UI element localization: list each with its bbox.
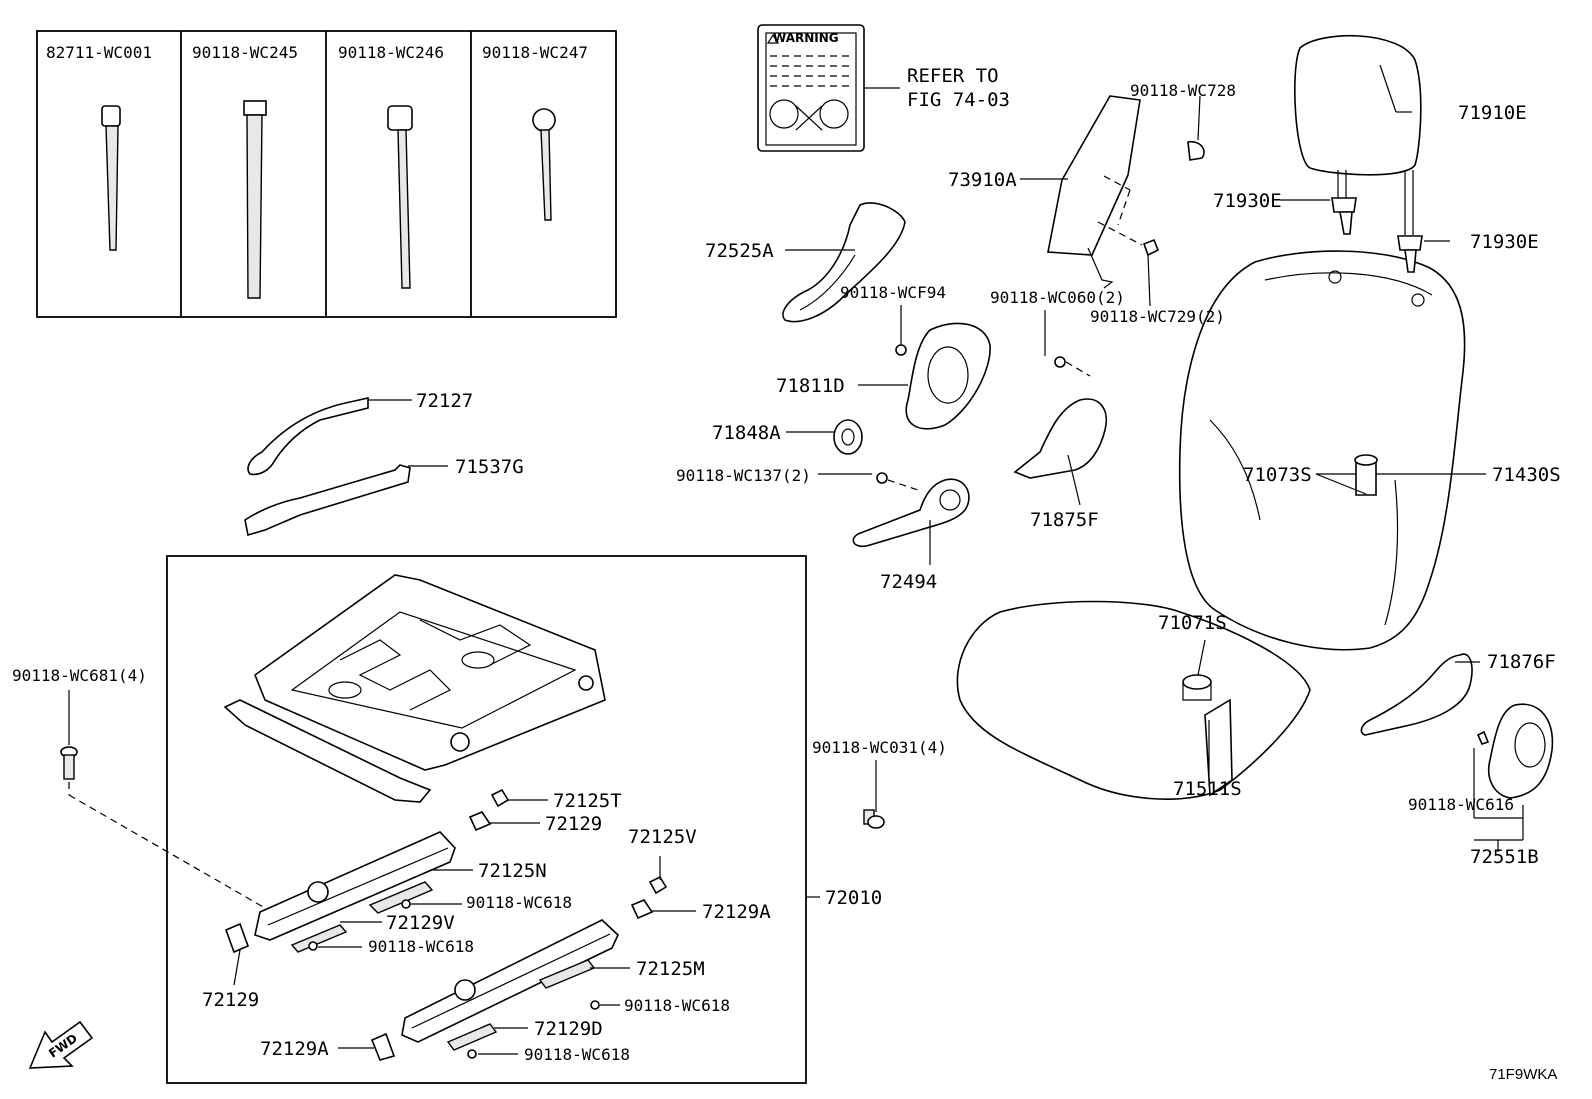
cable-tie-icon [532,108,556,221]
refer-to-text: REFER TO [907,65,999,87]
label-90118-WC618-d: 90118-WC618 [524,1045,630,1064]
label-71876F: 71876F [1487,651,1556,673]
label-72129A-b: 72129A [260,1038,329,1060]
label-72125M: 72125M [636,958,705,980]
seat-frame-box [166,555,807,1084]
refer-fig-text: FIG 74-03 [907,89,1010,111]
seatback-cover-part [1178,250,1466,651]
label-90118-WC729: 90118-WC729(2) [1090,307,1225,326]
label-71875F: 71875F [1030,509,1099,531]
recliner-cover-part [782,202,906,323]
label-90118-WC616: 90118-WC616 [1408,795,1514,814]
label-72129D: 72129D [534,1018,603,1040]
clip-wc618-d [467,1049,477,1059]
label-90118-WCF94: 90118-WCF94 [840,283,946,302]
cable-tie-icon [387,105,413,289]
leader-lines [68,64,1524,1055]
hinge-cover-part [1013,356,1107,479]
inset-part-2: 90118-WC245 [192,43,298,62]
part-labels: 73910A 90118-WC728 71910E 71930E 71930E … [12,81,1561,1064]
seat-cushion-frame-part [223,574,606,803]
label-71930E-a: 71930E [1213,190,1282,212]
clip-wc618-c [590,1000,600,1010]
clip-wc618-a [401,899,411,909]
label-71811D: 71811D [776,375,845,397]
recliner-plate-part [895,322,991,430]
recliner-lever-part [852,472,970,548]
inset-part-1: 82711-WC001 [46,43,152,62]
screw-wc681-part [60,746,266,909]
label-71930E-b: 71930E [1470,231,1539,253]
knob-cover-72551B-part [1476,703,1554,799]
label-90118-WC681: 90118-WC681(4) [12,666,147,685]
hinge-cover-71876F-part [1360,653,1473,736]
side-shield-part [1047,95,1205,289]
label-72129-a: 72129 [545,813,602,835]
label-90118-WC618-a: 90118-WC618 [466,893,572,912]
side-cover-72127-part [247,397,369,476]
label-71073S: 71073S [1243,464,1312,486]
label-72125V: 72125V [628,826,697,848]
cable-tie-icon [243,100,267,299]
label-71071S: 71071S [1158,612,1227,634]
side-cover-71537G-part [244,464,411,537]
label-90118-WC060: 90118-WC060(2) [990,288,1125,307]
fastener-inset-box: 82711-WC001 90118-WC245 90118-WC246 9011… [36,30,617,318]
label-72129A-a: 72129A [702,901,771,923]
clip-wc618-b [308,941,318,951]
diagram-code: 71F9WKA [1489,1066,1557,1083]
seat-cushion-part [956,600,1311,800]
label-72127: 72127 [416,390,473,412]
label-71848A: 71848A [712,422,781,444]
forward-arrow-icon: FWD [28,1020,94,1069]
label-73910A: 73910A [948,169,1017,191]
label-90118-WC618-b: 90118-WC618 [368,937,474,956]
seat-rail-right-part [370,919,619,1061]
warning-label-card: WARNING REFER TO FIG 74-03 [757,24,1010,152]
label-72125T: 72125T [553,790,622,812]
label-72125N: 72125N [478,860,547,882]
clip-72125V-part [630,875,668,920]
washer-part [833,419,863,455]
warning-triangle-icon [766,33,780,44]
label-72129V: 72129V [386,912,455,934]
label-71537G: 71537G [455,456,524,478]
label-72525A: 72525A [705,240,774,262]
label-90118-WC137: 90118-WC137(2) [676,466,811,485]
inset-part-4: 90118-WC247 [482,43,588,62]
label-71430S: 71430S [1492,464,1561,486]
inset-part-3: 90118-WC246 [338,43,444,62]
clip-72125T-part [468,788,510,832]
label-72129-b: 72129 [202,989,259,1011]
label-72494: 72494 [880,571,937,593]
label-90118-WC031: 90118-WC031(4) [812,738,947,757]
seat-rail-left-part [224,831,456,954]
label-71511S: 71511S [1173,778,1242,800]
label-72010: 72010 [825,887,882,909]
label-72551B: 72551B [1470,846,1539,868]
cable-tie-icon [101,105,121,251]
bolt-wc031-part [863,809,885,829]
label-90118-WC728: 90118-WC728 [1130,81,1236,100]
label-71910E: 71910E [1458,102,1527,124]
label-90118-WC618-c: 90118-WC618 [624,996,730,1015]
headrest-part [1294,34,1423,273]
warning-title: WARNING [773,31,839,45]
